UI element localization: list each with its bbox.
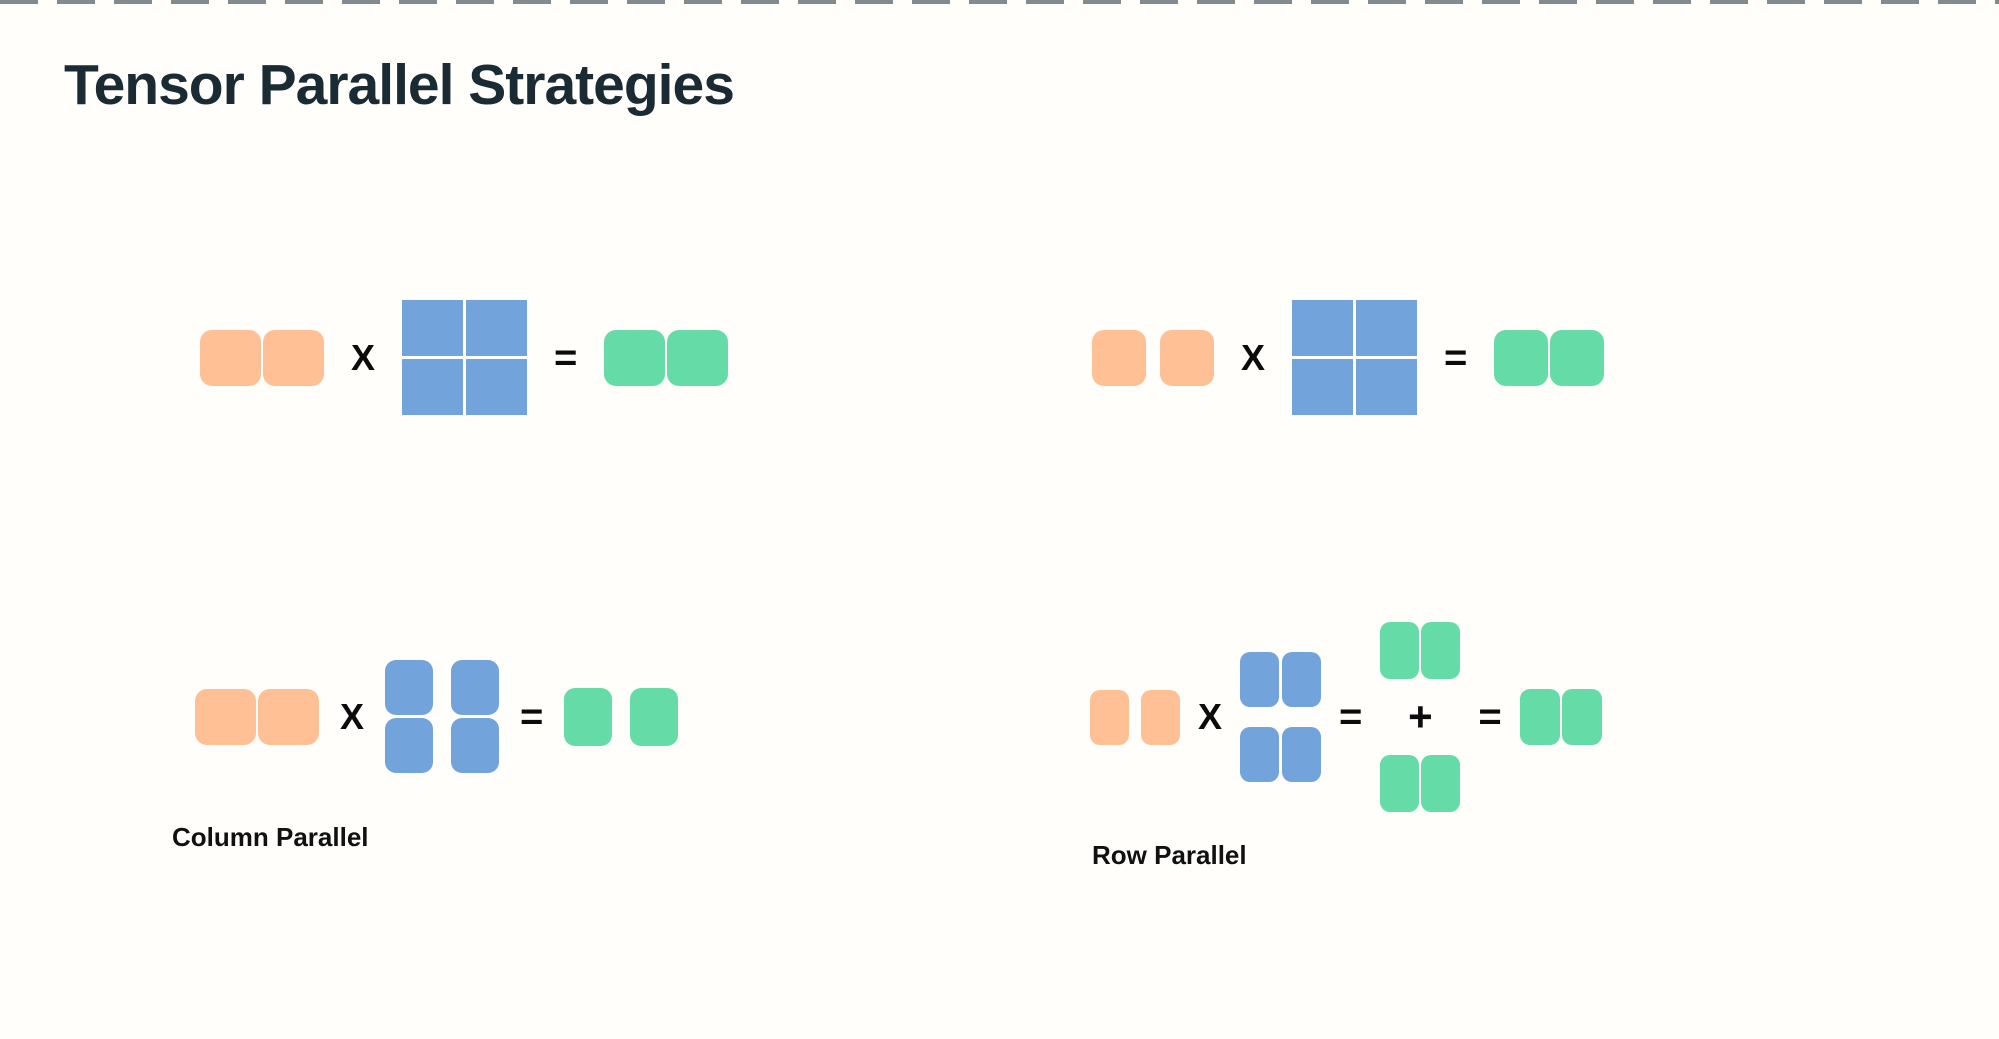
weight-matrix <box>1292 300 1418 415</box>
input-matrix <box>195 688 319 745</box>
diagram-column-parallel: X = <box>195 660 679 773</box>
input-block <box>200 329 261 386</box>
input-shard-block <box>1090 689 1129 745</box>
weight-block <box>1240 652 1280 707</box>
equals-operator: = <box>1478 696 1502 738</box>
weight-column-shard <box>451 660 500 773</box>
equals-operator: = <box>1339 696 1363 738</box>
input-shard-block <box>1141 689 1180 745</box>
weight-block <box>385 718 434 773</box>
output-block <box>667 329 729 386</box>
weight-block <box>385 660 434 715</box>
weight-block <box>466 359 528 415</box>
weight-column-shard <box>385 660 434 773</box>
output-matrix <box>604 329 729 386</box>
output-matrix-column-split <box>564 687 679 746</box>
partial-output-block <box>1380 755 1420 812</box>
partial-output-matrix <box>1380 755 1461 812</box>
output-block <box>1561 689 1602 745</box>
weight-matrix-column-split <box>385 660 500 773</box>
output-block <box>1550 329 1605 386</box>
column-parallel-label: Column Parallel <box>172 822 369 852</box>
input-matrix-sharded <box>1090 689 1180 745</box>
weight-block <box>1292 300 1354 356</box>
partial-output-block <box>1380 622 1420 679</box>
weight-block <box>451 718 500 773</box>
input-matrix-sharded <box>1092 329 1214 386</box>
weight-block <box>1292 359 1354 415</box>
weight-block <box>1240 727 1280 782</box>
input-matrix <box>200 329 324 386</box>
row-parallel-label: Row Parallel <box>1092 840 1247 870</box>
input-block <box>195 688 256 745</box>
top-tick-strip <box>0 0 1999 4</box>
equals-operator: = <box>520 695 544 738</box>
weight-matrix-row-split <box>1240 652 1322 782</box>
partial-outputs-sum: + <box>1380 622 1461 812</box>
output-block <box>1519 689 1560 745</box>
partial-output-block <box>1421 755 1461 812</box>
diagram-full-matmul-right: X = <box>1092 300 1605 415</box>
output-matrix <box>1519 689 1602 745</box>
partial-output-matrix <box>1380 622 1461 679</box>
input-shard-block <box>1092 329 1146 386</box>
weight-block <box>466 300 528 356</box>
equals-operator: = <box>1444 336 1468 379</box>
weight-block <box>402 359 464 415</box>
weight-block <box>1356 300 1418 356</box>
output-matrix <box>1494 329 1605 386</box>
weight-block <box>1356 359 1418 415</box>
weight-block <box>402 300 464 356</box>
page-title: Tensor Parallel Strategies <box>64 53 735 117</box>
input-block <box>258 688 319 745</box>
weight-block <box>1282 727 1322 782</box>
input-block <box>263 329 324 386</box>
multiply-operator: X <box>340 695 365 737</box>
multiply-operator: X <box>1241 336 1266 378</box>
weight-row-shard <box>1240 652 1322 707</box>
output-shard-block <box>564 687 613 746</box>
output-block <box>604 329 666 386</box>
partial-output-block <box>1421 622 1461 679</box>
equals-operator: = <box>554 336 578 379</box>
output-shard-block <box>630 687 679 746</box>
weight-block <box>451 660 500 715</box>
weight-matrix <box>402 300 528 415</box>
weight-row-shard <box>1240 727 1322 782</box>
multiply-operator: X <box>351 336 376 378</box>
diagram-full-matmul-left: X = <box>200 300 729 415</box>
plus-operator: + <box>1408 693 1433 740</box>
weight-block <box>1282 652 1322 707</box>
input-shard-block <box>1160 329 1214 386</box>
output-block <box>1494 329 1549 386</box>
diagram-row-parallel: X = + = <box>1090 620 1602 814</box>
multiply-operator: X <box>1198 696 1223 737</box>
